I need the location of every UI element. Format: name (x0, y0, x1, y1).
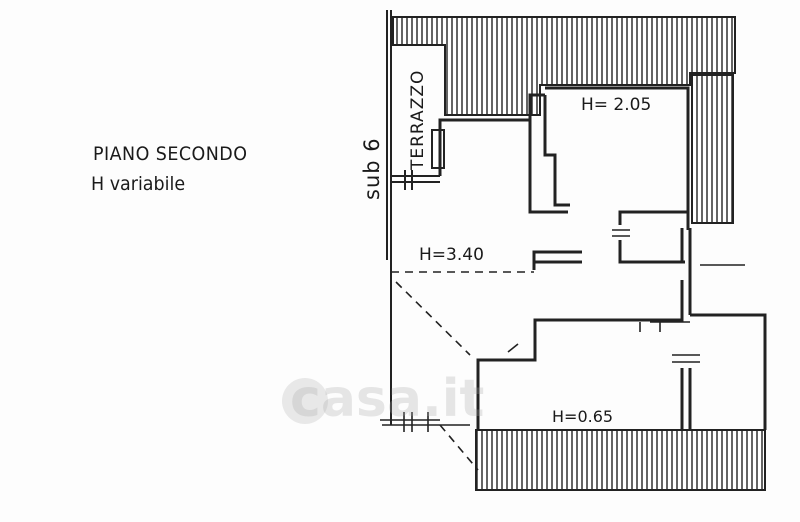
height-label-upper: H= 2.05 (581, 95, 652, 115)
watermark: casa.it (290, 369, 485, 429)
roof-hatch-right (691, 74, 734, 224)
apartment-walls (438, 86, 767, 430)
house-icon (282, 378, 328, 424)
roof-hatch-top (392, 16, 736, 116)
terrace-label: TERRAZZO (408, 69, 428, 170)
terrace-walls (386, 10, 445, 425)
roof-hatch-bottom (475, 429, 766, 491)
plan-subtitle: H variabile (91, 173, 186, 195)
height-label-lower: H=0.65 (552, 407, 614, 426)
door-marks (380, 229, 745, 432)
plan-title: PIANO SECONDO (93, 143, 248, 165)
sub-label: sub 6 (360, 137, 384, 200)
height-label-middle: H=3.40 (419, 245, 484, 265)
dashed-boundaries (391, 271, 534, 471)
